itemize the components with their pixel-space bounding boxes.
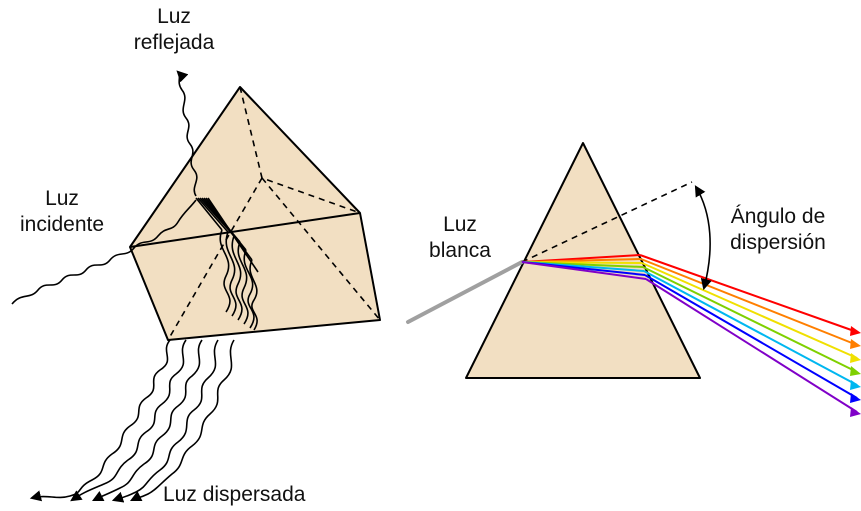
prism-3d (129, 86, 381, 341)
scattered-light-waves (29, 339, 235, 503)
white-light-label: Luz blanca (410, 212, 510, 264)
incident-label-line2: incidente (19, 213, 105, 236)
scattered-label-text: Luz dispersada (163, 483, 306, 506)
internal-ray-bundle (195, 197, 259, 331)
dispersion-angle-label: Ángulo de dispersión (708, 204, 848, 256)
undeviated-ray-extension (521, 181, 693, 263)
prism-3d-body (129, 86, 381, 341)
white-light-ray (406, 260, 524, 324)
reflected-label-line1: Luz (157, 5, 191, 28)
angle-label-line1: Ángulo de (730, 205, 826, 228)
incident-light-label: Luz incidente (2, 186, 122, 238)
prism-3d-front-edge (129, 212, 361, 248)
reflected-light-label: Luz reflejada (114, 4, 234, 56)
spectrum-inside (521, 254, 647, 280)
spectrum-outside (639, 254, 858, 413)
prism-3d-hidden-edges-2 (167, 177, 263, 341)
white-label-line2: blanca (429, 239, 491, 262)
incident-label-line1: Luz (45, 187, 79, 210)
white-label-line1: Luz (443, 213, 477, 236)
prism-3d-hidden-edges-3 (261, 177, 381, 321)
scattered-light-label: Luz dispersada (163, 482, 363, 508)
spectrum-arrowheads (850, 326, 861, 417)
reflected-light-wave (176, 70, 198, 197)
angle-label-line2: dispersión (730, 231, 826, 254)
dispersion-angle-arc (694, 185, 712, 291)
incident-light-wave (11, 199, 197, 305)
reflected-label-line2: reflejada (133, 31, 215, 54)
